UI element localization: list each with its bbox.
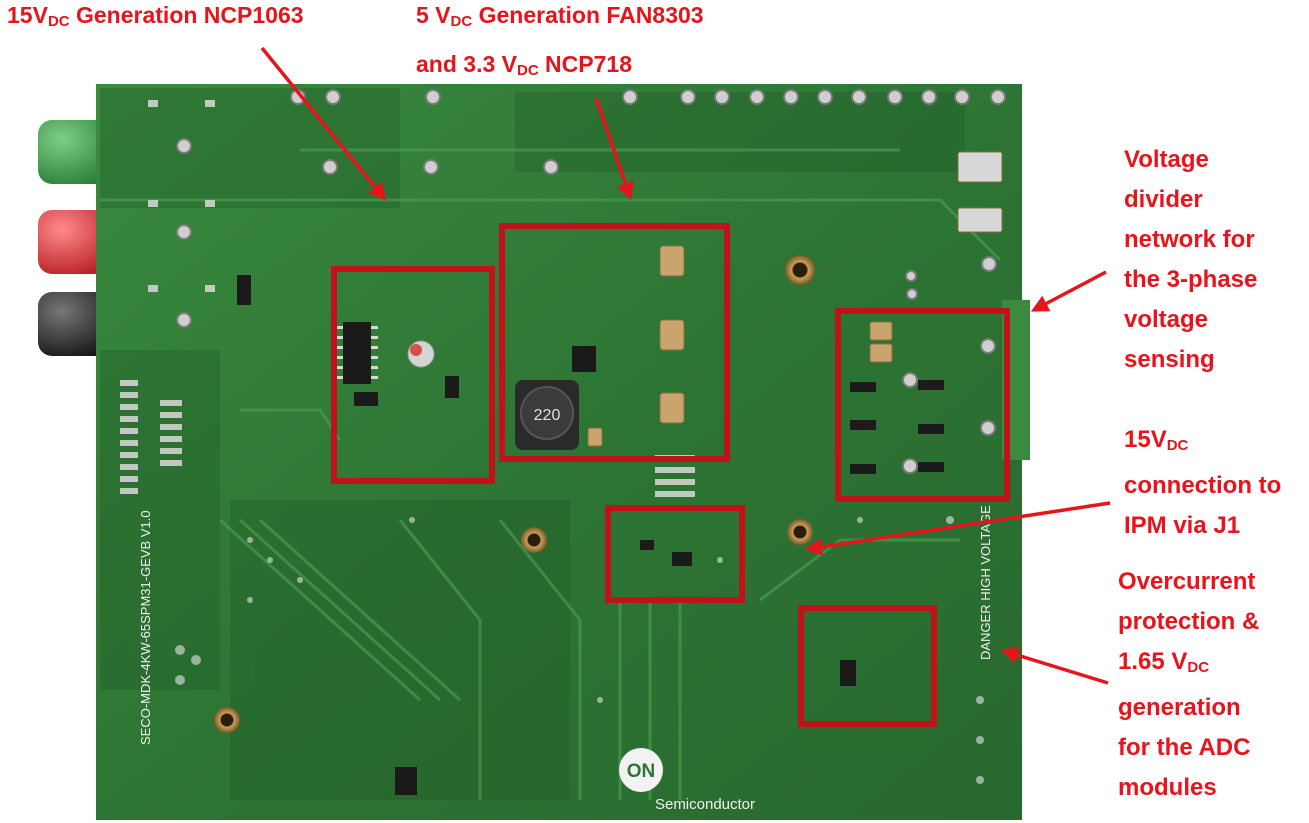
mounting-holes — [214, 255, 815, 733]
label-voltage-divider: Voltage divider network for the 3-phase … — [1124, 146, 1258, 373]
label-5v-generation: 5 VDC Generation FAN8303 and 3.3 VDC NCP… — [416, 2, 704, 79]
svg-text:Semiconductor: Semiconductor — [655, 796, 755, 813]
label-15v-connection: 15VDC connection to IPM via J1 — [1124, 426, 1282, 539]
svg-text:220: 220 — [534, 407, 561, 424]
label-15v-generation: 15VDC Generation NCP1063 — [7, 2, 304, 30]
inductor-l3: 220 — [515, 380, 579, 450]
onsemi-logo: ON Semiconductor — [619, 748, 755, 813]
svg-text:ON: ON — [627, 761, 656, 782]
silkscreen-warning: DANGER HIGH VOLTAGE — [978, 505, 993, 660]
label-overcurrent: Overcurrent protection & 1.65 VDC genera… — [1118, 568, 1260, 801]
silkscreen-board-name: SECO-MDK-4KW-65SPM31-GEVB V1.0 — [138, 510, 153, 745]
tiny-vias — [175, 516, 984, 784]
